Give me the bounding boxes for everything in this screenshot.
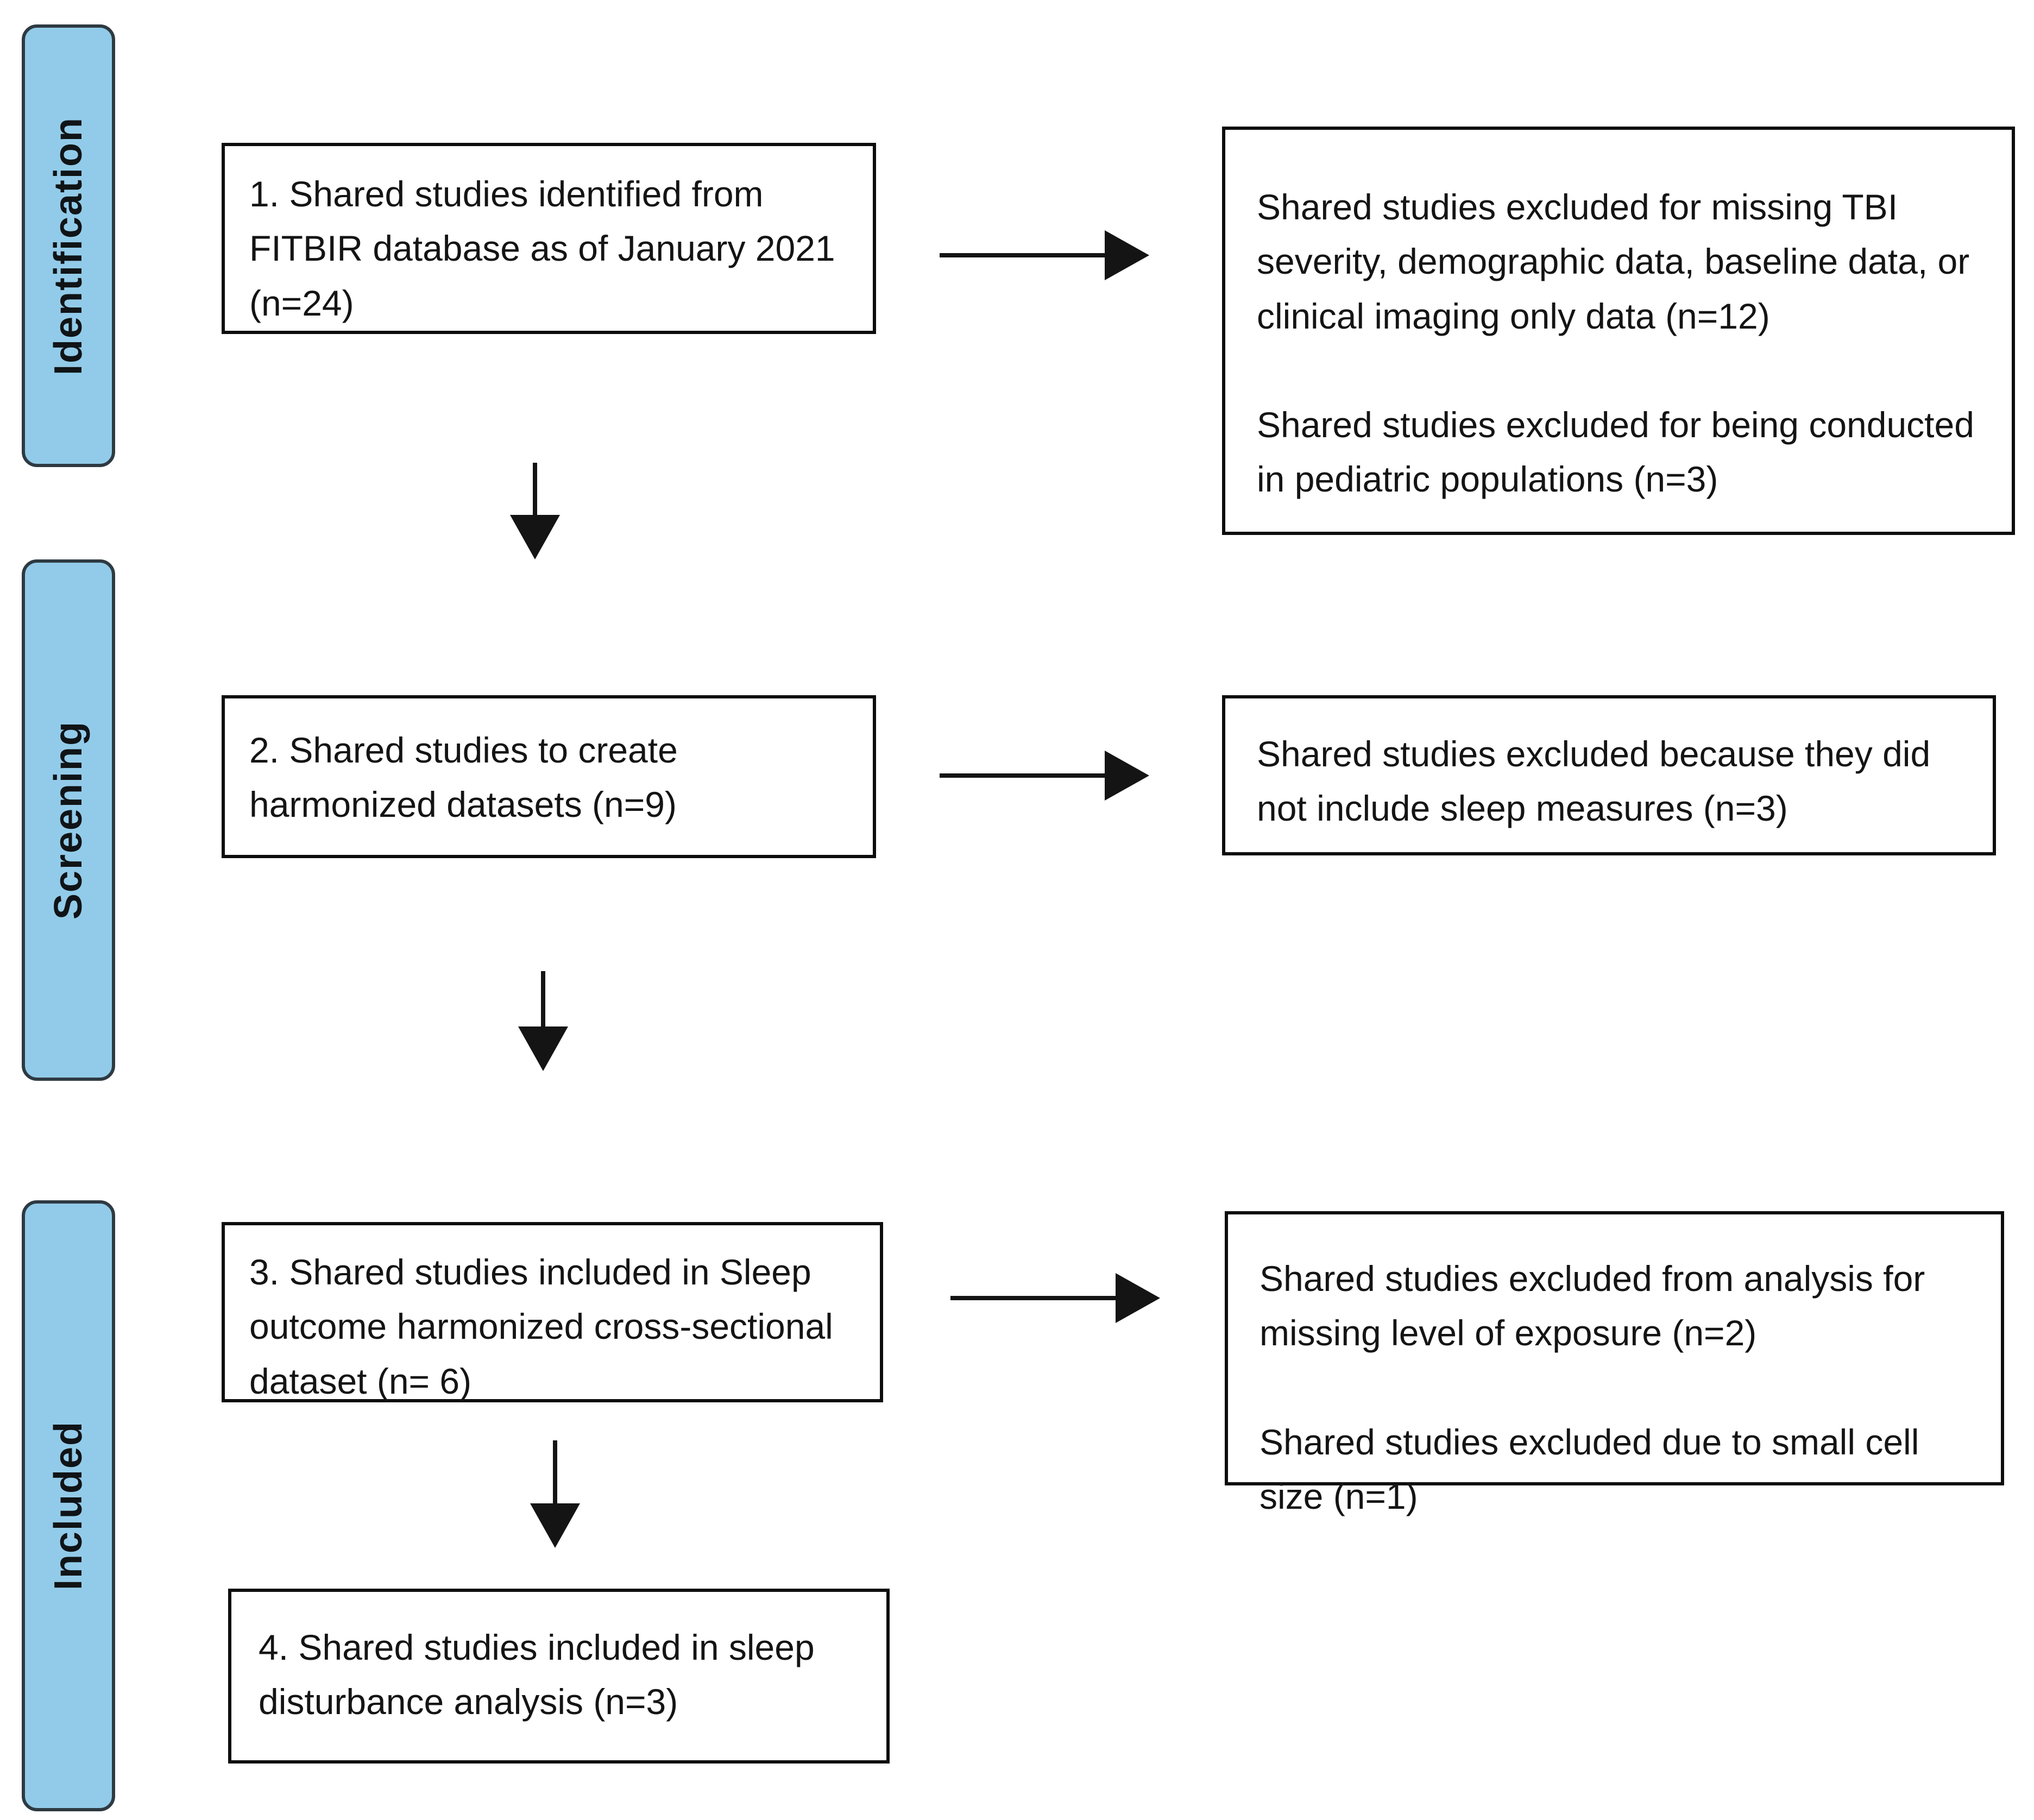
arrow-shaft: [950, 1296, 1121, 1300]
arrow-box3-to-exclusion3-icon: [950, 1273, 1160, 1323]
arrow-head-right-icon: [1105, 751, 1149, 801]
arrow-head-right-icon: [1105, 230, 1149, 280]
exclusion-box-3: Shared studies excluded from analysis fo…: [1225, 1211, 2004, 1516]
flow-box-4-analysis: 4. Shared studies included in sleep dist…: [228, 1589, 890, 1764]
arrow-head-down-icon: [530, 1503, 580, 1548]
arrow-head-right-icon: [1116, 1273, 1160, 1323]
arrow-shaft: [533, 463, 537, 519]
exclusion-box-2: Shared studies excluded because they did…: [1222, 695, 1996, 855]
exclusion-box-3-paragraph-1: Shared studies excluded from analysis fo…: [1260, 1258, 1925, 1353]
stage-pill-included: Included: [22, 1200, 115, 1811]
exclusion-box-1-paragraph-2: Shared studies excluded for being conduc…: [1257, 404, 1974, 500]
arrow-box2-to-box3-icon: [518, 971, 568, 1071]
stage-pill-identification: Identification: [22, 24, 115, 467]
arrow-head-down-icon: [518, 1026, 568, 1071]
stage-label-identification: Identification: [47, 116, 90, 375]
arrow-box1-to-exclusion1-icon: [940, 230, 1149, 280]
arrow-box3-to-box4-icon: [530, 1440, 580, 1548]
flow-box-1-identified: 1. Shared studies identified from FITBIR…: [222, 143, 876, 334]
flow-box-2-text: 2. Shared studies to create harmonized d…: [249, 730, 678, 825]
exclusion-box-2-paragraph-1: Shared studies excluded because they did…: [1257, 734, 1931, 829]
exclusion-box-1: Shared studies excluded for missing TBI …: [1222, 127, 2015, 535]
exclusion-box-3-paragraph-2: Shared studies excluded due to small cel…: [1260, 1421, 1919, 1516]
arrow-shaft: [940, 253, 1110, 257]
stage-label-screening: Screening: [47, 720, 90, 920]
stage-pill-screening: Screening: [22, 559, 115, 1081]
arrow-head-down-icon: [510, 515, 560, 559]
arrow-shaft: [940, 773, 1110, 778]
flow-box-2-harmonized: 2. Shared studies to create harmonized d…: [222, 695, 876, 858]
arrow-shaft: [541, 971, 545, 1031]
flow-box-3-text: 3. Shared studies included in Sleep outc…: [249, 1252, 833, 1401]
flow-box-3-cross-sectional: 3. Shared studies included in Sleep outc…: [222, 1222, 883, 1402]
arrow-box1-to-box2-icon: [510, 463, 560, 559]
exclusion-box-1-paragraph-1: Shared studies excluded for missing TBI …: [1257, 187, 1970, 336]
arrow-shaft: [553, 1440, 557, 1508]
flow-box-4-text: 4. Shared studies included in sleep dist…: [259, 1627, 815, 1722]
flow-box-1-text: 1. Shared studies identified from FITBIR…: [249, 174, 835, 323]
stage-label-included: Included: [47, 1421, 90, 1591]
arrow-box2-to-exclusion2-icon: [940, 751, 1149, 801]
